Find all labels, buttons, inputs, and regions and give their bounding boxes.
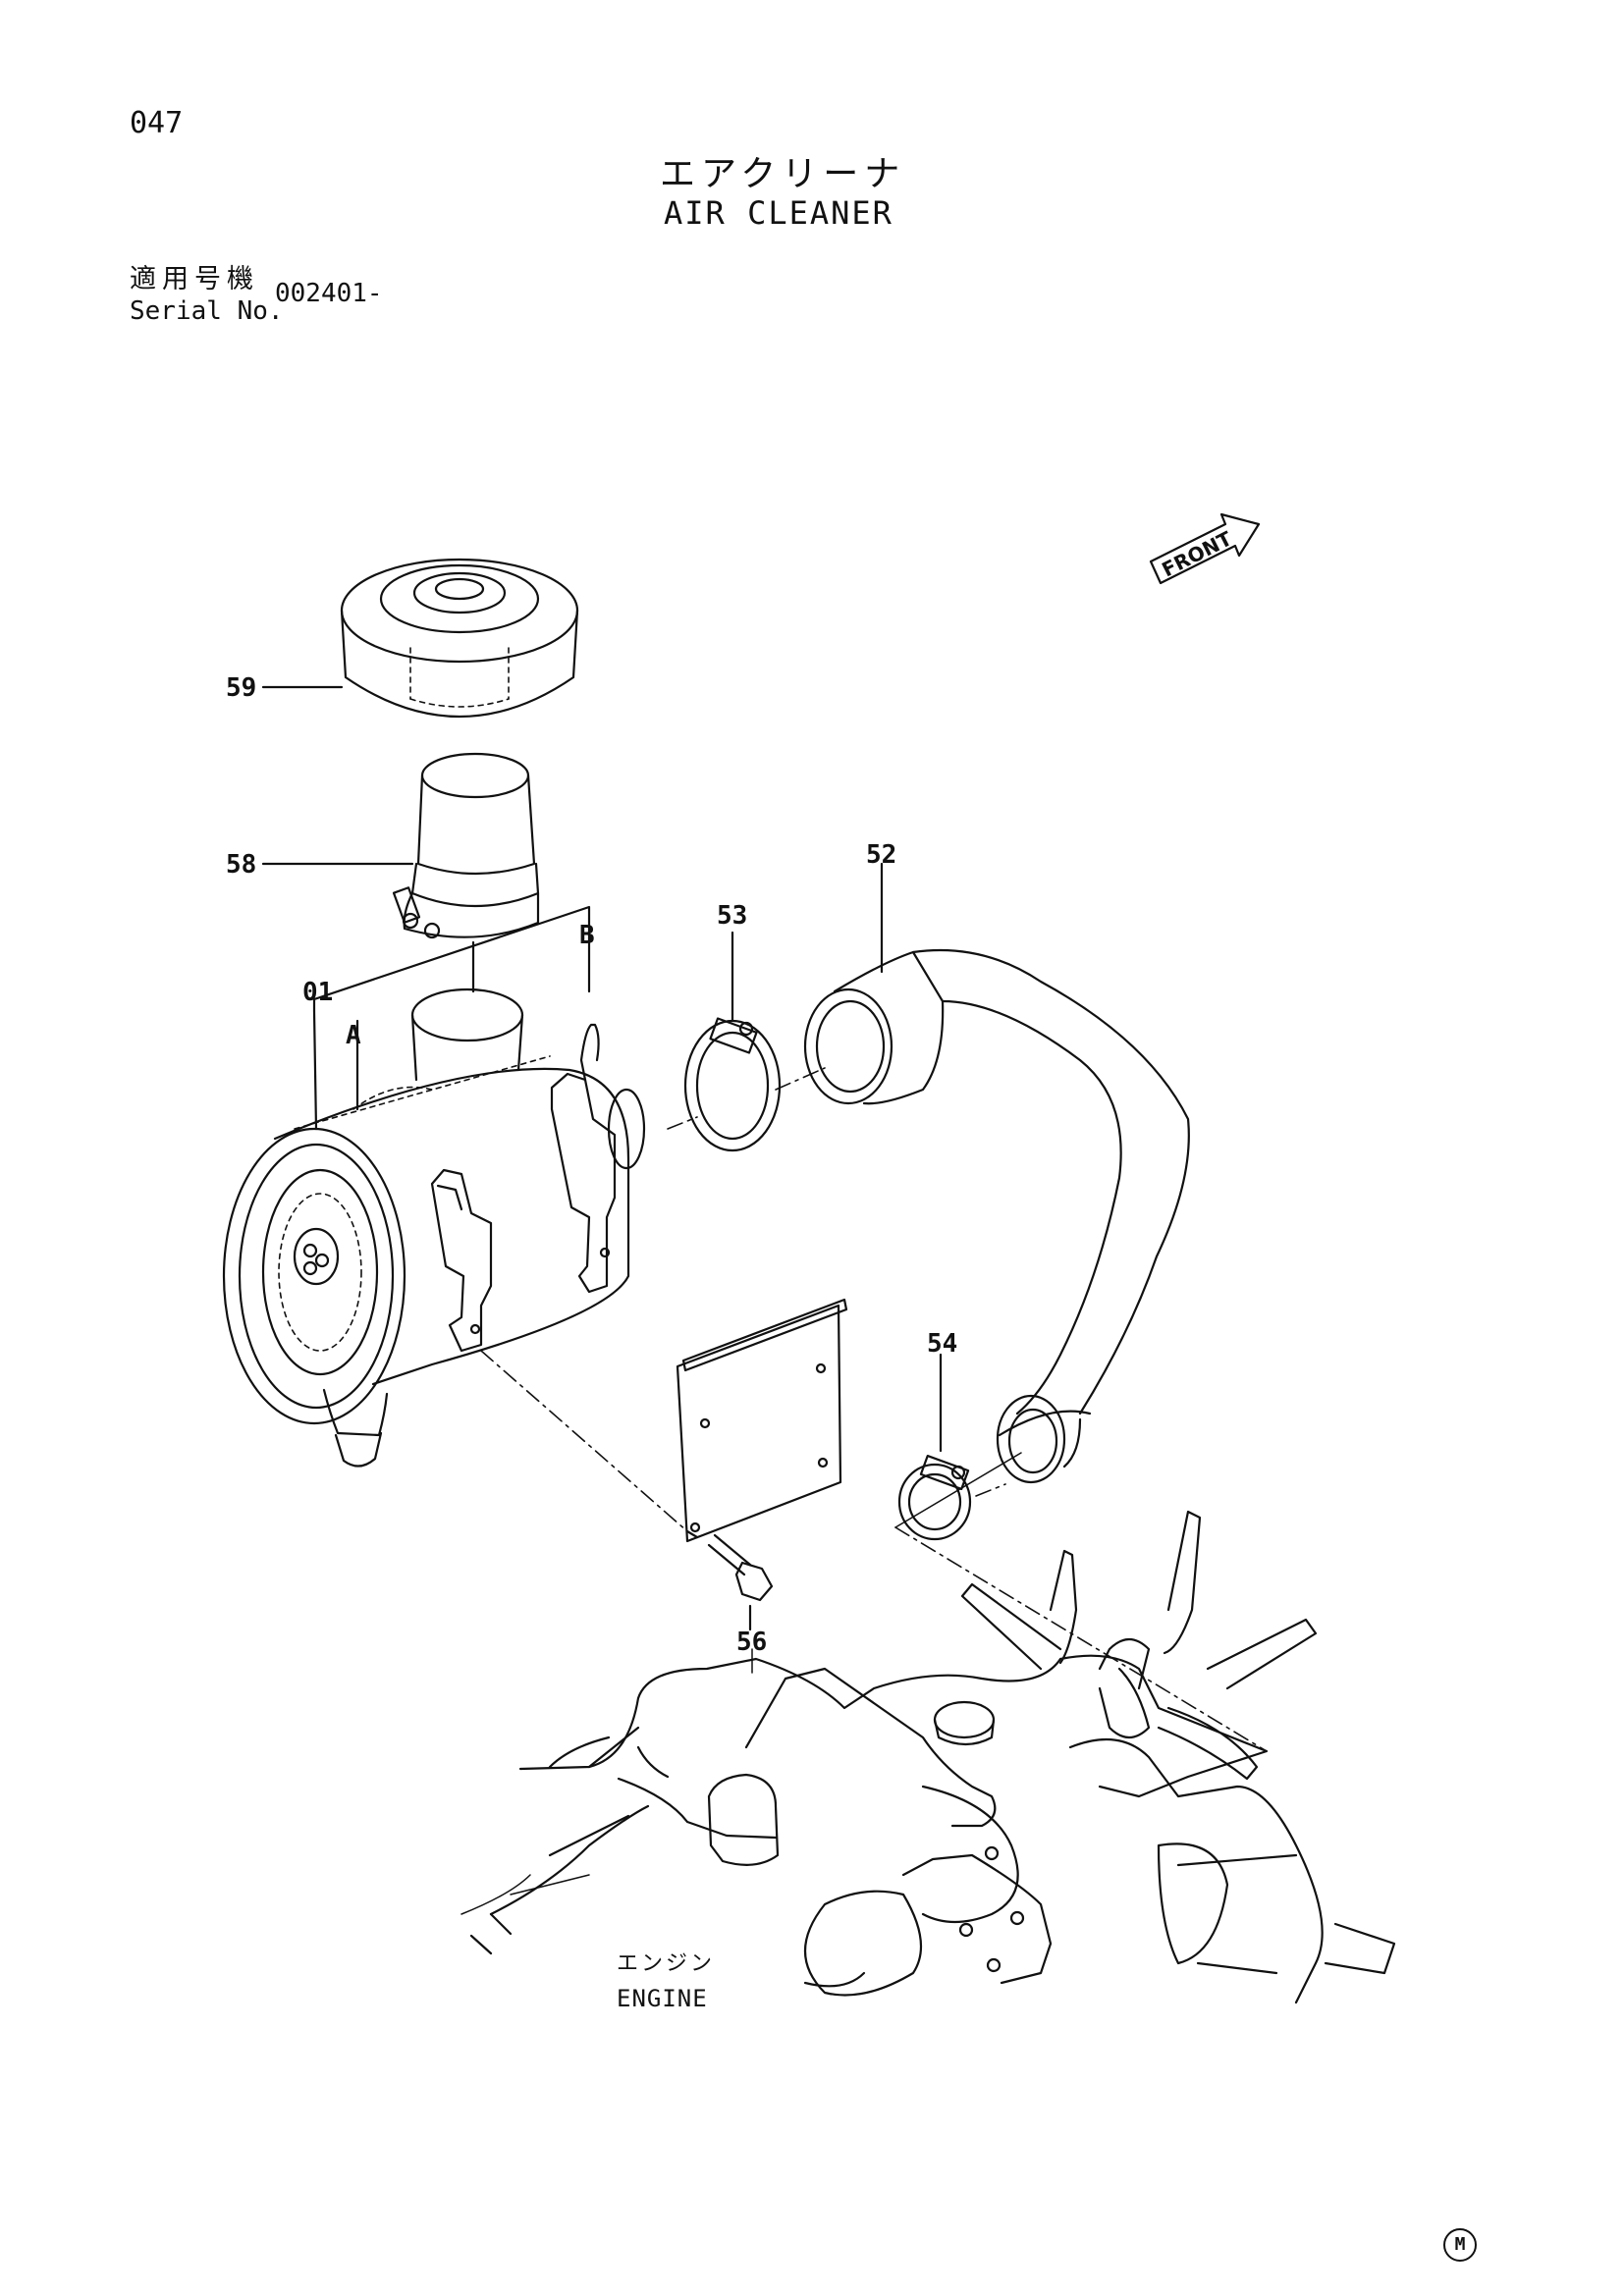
serial-number-value: 002401- bbox=[275, 279, 383, 308]
page-title-japanese: エアクリーナ bbox=[660, 154, 906, 194]
callout-54: 54 bbox=[927, 1329, 958, 1359]
mounting-brackets bbox=[430, 1072, 617, 1353]
callout-B: B bbox=[579, 921, 595, 950]
callout-56: 56 bbox=[736, 1628, 768, 1657]
engine-label: ENGINE bbox=[617, 1985, 708, 2012]
mounting-plate bbox=[676, 1298, 848, 1543]
callout-53: 53 bbox=[717, 901, 748, 931]
callout-A: A bbox=[346, 1021, 361, 1050]
callout-01: 01 bbox=[302, 978, 334, 1007]
inlet-tube bbox=[392, 752, 540, 939]
pre-cleaner-cap bbox=[340, 558, 579, 718]
serial-label: Serial No. bbox=[130, 296, 284, 326]
callout-52: 52 bbox=[866, 840, 897, 870]
hose-clamp-54 bbox=[897, 1454, 972, 1541]
engine-sketch bbox=[460, 1510, 1396, 2004]
callout-59: 59 bbox=[226, 673, 257, 703]
page-number: 047 bbox=[130, 106, 184, 140]
bolt-56 bbox=[707, 1533, 774, 1602]
corner-mark: M bbox=[1443, 2228, 1477, 2262]
hose-clamp-53 bbox=[683, 1017, 782, 1152]
front-arrow-icon: FRONT bbox=[1149, 512, 1261, 585]
air-intake-hose bbox=[803, 948, 1190, 1484]
air-cleaner-body bbox=[222, 988, 646, 1468]
callout-58: 58 bbox=[226, 850, 257, 880]
serial-label-japanese: 適用号機 bbox=[130, 264, 259, 294]
engine-label-japanese: エンジン bbox=[617, 1951, 716, 1976]
front-arrow-label: FRONT bbox=[1158, 526, 1235, 581]
assembly-bracket bbox=[312, 905, 591, 1131]
page-title: AIR CLEANER bbox=[664, 194, 893, 232]
